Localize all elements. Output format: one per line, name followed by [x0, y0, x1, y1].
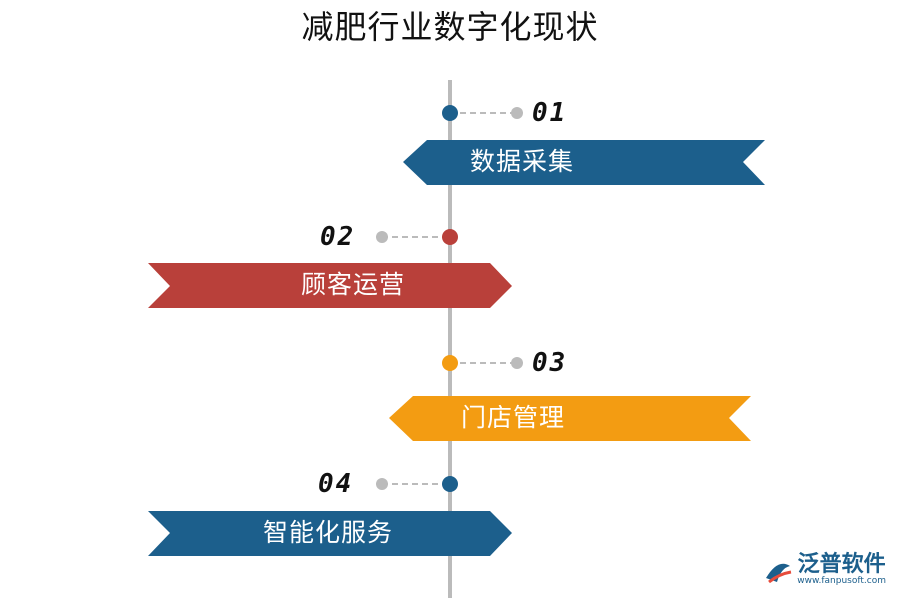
logo-icon — [766, 563, 792, 584]
timeline-dot-4 — [442, 476, 458, 492]
connector-end-dot-1 — [511, 107, 523, 119]
timeline-dot-3 — [442, 355, 458, 371]
item-number-3: 03 — [532, 348, 568, 378]
banner-3 — [389, 396, 751, 441]
logo-name: 泛普软件 — [797, 552, 886, 577]
item-number-4: 04 — [318, 469, 354, 499]
banner-label-3: 门店管理 — [460, 403, 565, 432]
banner-label-4: 智能化服务 — [262, 518, 393, 547]
timeline-dot-1 — [442, 105, 458, 121]
brand-logo: 泛普软件 www.fanpusoft.com — [763, 552, 886, 586]
connector-end-dot-3 — [511, 357, 523, 369]
diagram-title: 减肥行业数字化现状 — [301, 8, 599, 46]
item-number-1: 01 — [532, 98, 568, 128]
item-number-2: 02 — [320, 222, 356, 252]
connector-end-dot-2 — [376, 231, 388, 243]
banner-4 — [148, 511, 512, 556]
banner-2 — [148, 263, 512, 308]
logo-url: www.fanpusoft.com — [797, 576, 886, 586]
banner-label-2: 顾客运营 — [300, 270, 405, 299]
timeline-dot-2 — [442, 229, 458, 245]
connector-end-dot-4 — [376, 478, 388, 490]
banner-label-1: 数据采集 — [469, 147, 574, 176]
banner-1 — [403, 140, 765, 185]
